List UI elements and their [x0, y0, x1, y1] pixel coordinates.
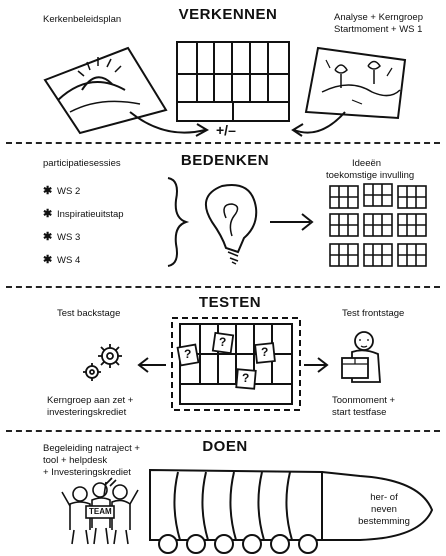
- testen-title: TESTEN: [198, 294, 262, 311]
- brace-icon: [167, 177, 190, 267]
- doen-title: DOEN: [202, 438, 248, 455]
- star-icon: ✱: [43, 254, 53, 266]
- star-icon: ✱: [43, 231, 53, 243]
- test-backstage-label: Test backstage: [57, 308, 121, 319]
- participatiesessies-label: participatiesessies: [43, 158, 121, 169]
- star-icon: ✱: [43, 185, 53, 197]
- sunrise-sketch-icon: [43, 46, 168, 135]
- verkennen-title: VERKENNEN: [178, 6, 278, 23]
- landscape-sketch-icon: [304, 46, 407, 120]
- begeleiding-label: Begeleiding natraject +: [43, 443, 140, 454]
- list-item: ✱WS 4: [43, 254, 81, 266]
- team-people-icon: [61, 477, 139, 545]
- investeringskrediet-doen-label: + Investeringskrediet: [43, 467, 131, 478]
- person-with-box-icon: [341, 331, 381, 383]
- question-mark: ?: [261, 345, 269, 359]
- kerkenbeleidsplan-label: Kerkenbeleidsplan: [43, 14, 122, 25]
- toekomstige-invulling-label: toekomstige invulling: [326, 170, 415, 181]
- truck-wheels-icon: [158, 534, 318, 554]
- truck-icon: [149, 468, 434, 541]
- question-mark: ?: [219, 335, 227, 349]
- analyse-label: Analyse + Kerngroep: [334, 12, 423, 23]
- frame-grid-icon: [176, 41, 290, 122]
- team-label: TEAM: [89, 507, 112, 516]
- idea-frames-icon: [329, 183, 427, 267]
- lightbulb-icon: [204, 184, 258, 265]
- question-mark: ?: [242, 371, 250, 385]
- divider-1: [6, 142, 440, 144]
- divider-2: [6, 286, 440, 288]
- tool-helpdesk-label: tool + helpdesk: [43, 455, 108, 466]
- plus-minus-label: +/–: [216, 122, 236, 138]
- arrow-right-to-center-icon: [293, 111, 346, 134]
- list-item: ✱Inspiratieuitstap: [43, 208, 124, 220]
- bedenken-title: BEDENKEN: [180, 152, 270, 169]
- startmoment-label: Startmoment + WS 1: [334, 24, 423, 35]
- question-cards-icon: [176, 331, 276, 390]
- star-icon: ✱: [43, 208, 53, 220]
- truck-label-line1: her- of: [370, 492, 398, 503]
- kerngroep-label: Kerngroep aan zet +: [47, 395, 134, 406]
- divider-3: [6, 430, 440, 432]
- start-testfase-label: start testfase: [332, 407, 387, 418]
- test-frontstage-label: Test frontstage: [342, 308, 405, 319]
- list-item: ✱WS 2: [43, 185, 81, 197]
- ideeen-label: Ideeën: [352, 158, 382, 169]
- toonmoment-label: Toonmoment +: [332, 395, 396, 406]
- truck-label-line2: neven: [371, 504, 397, 515]
- gears-icon: [83, 344, 122, 381]
- question-mark: ?: [184, 347, 192, 361]
- list-item: ✱WS 3: [43, 231, 81, 243]
- investeringskrediet-label: investeringskrediet: [47, 407, 127, 418]
- truck-label-line3: bestemming: [358, 516, 410, 527]
- arrow-left-to-center-icon: [129, 111, 206, 134]
